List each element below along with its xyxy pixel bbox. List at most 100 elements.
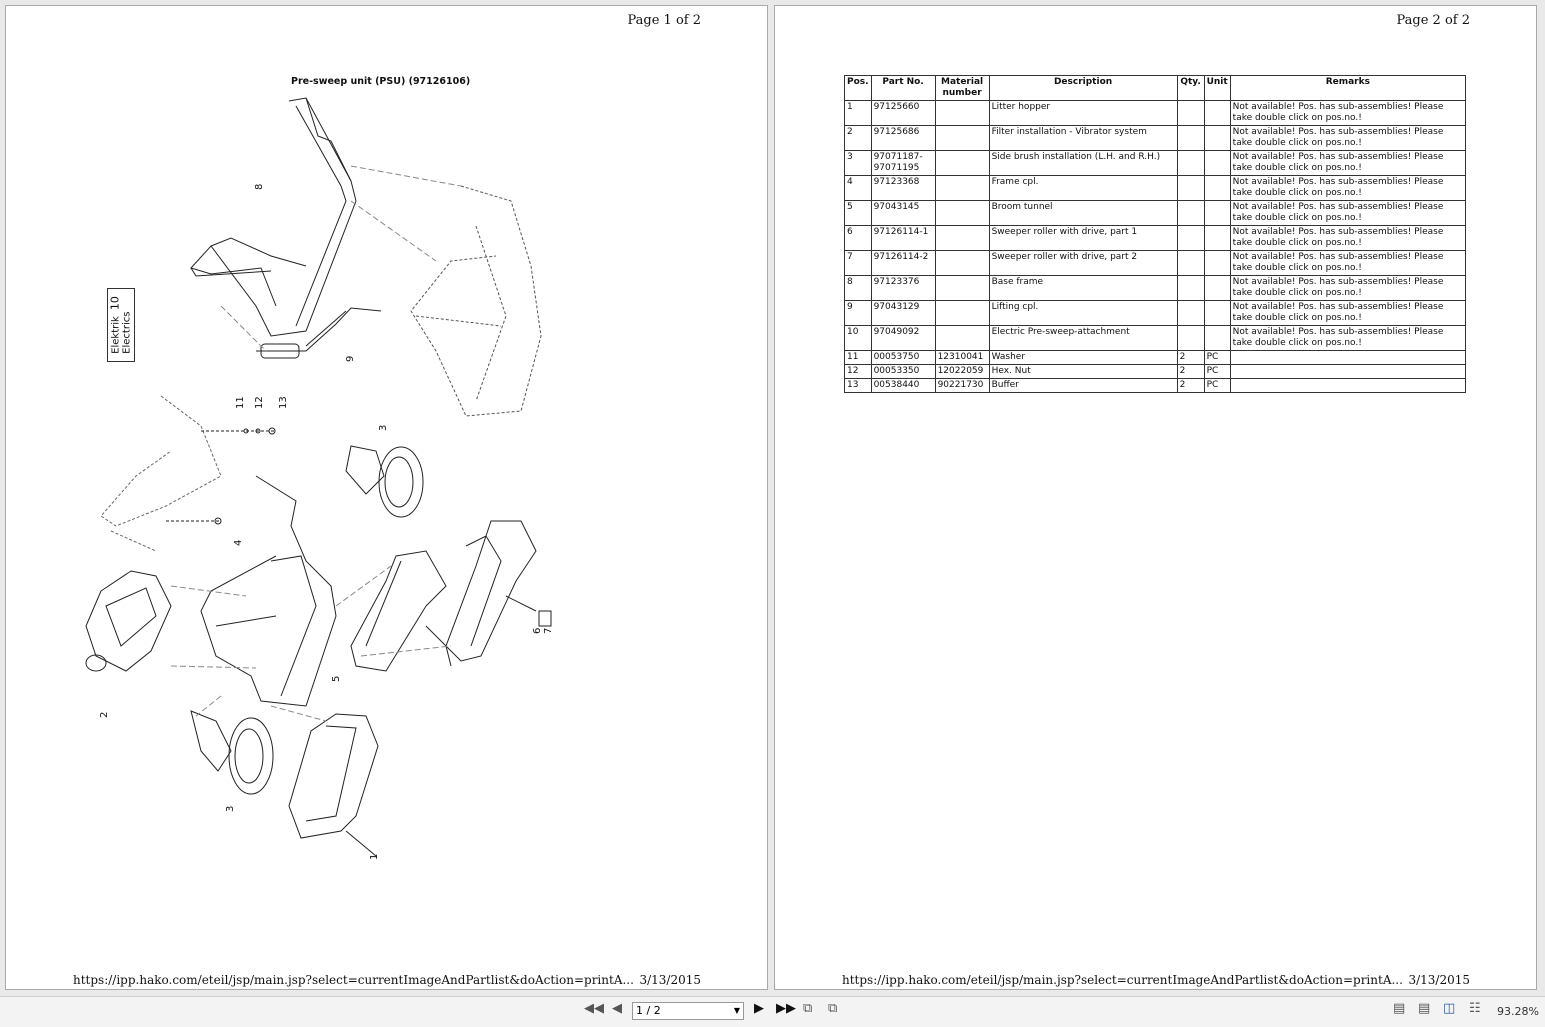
table-row[interactable]: 5 97043145 Broom tunnel Not available! P…: [844, 200, 1467, 226]
cell-qty: 2: [1176, 350, 1205, 365]
cell-pos[interactable]: 11: [844, 350, 872, 365]
table-row[interactable]: 4 97123368 Frame cpl. Not available! Pos…: [844, 175, 1467, 201]
table-row[interactable]: 3 97071187-97071195 Side brush installat…: [844, 150, 1467, 176]
zoom-level[interactable]: 93.28%: [1497, 1005, 1539, 1018]
previous-view-icon[interactable]: ⧉: [803, 1001, 813, 1016]
cell-part-no: 97043129: [870, 300, 936, 326]
cell-unit: [1203, 300, 1231, 326]
facing-pages-icon[interactable]: ◫: [1443, 1001, 1456, 1016]
cell-remarks: Not available! Pos. has sub-assemblies! …: [1229, 250, 1467, 276]
parts-list-table: Pos. Part No. Material number Descriptio…: [844, 75, 1467, 393]
header-remarks: Remarks: [1229, 75, 1467, 101]
cell-pos[interactable]: 5: [844, 200, 872, 226]
cell-unit: [1203, 225, 1231, 251]
cell-unit: [1203, 150, 1231, 176]
cell-description: Sweeper roller with drive, part 1: [988, 225, 1178, 251]
pdf-page-1: Page 1 of 2 Pre-sweep unit (PSU) (971261…: [5, 5, 768, 990]
callout-8: 8: [254, 184, 265, 190]
first-page-icon[interactable]: ◀◀: [584, 1001, 604, 1016]
cell-pos[interactable]: 10: [844, 325, 872, 351]
cell-description: Buffer: [988, 378, 1178, 393]
pdf-page-2: Page 2 of 2 Pos. Part No. Material numbe…: [774, 5, 1537, 990]
cell-pos[interactable]: 9: [844, 300, 872, 326]
continuous-page-icon[interactable]: ▤: [1418, 1001, 1431, 1016]
base-frame-drawing: [190, 97, 357, 337]
cell-description: Broom tunnel: [988, 200, 1178, 226]
continuous-facing-icon[interactable]: ☷: [1469, 1001, 1481, 1016]
litter-hopper-drawing: [288, 713, 379, 857]
chevron-down-icon: ▼: [733, 1006, 740, 1015]
cell-pos[interactable]: 2: [844, 125, 872, 151]
cell-part-no: 97126114-1: [870, 225, 936, 251]
cell-remarks: Not available! Pos. has sub-assemblies! …: [1229, 125, 1467, 151]
cell-remarks: Not available! Pos. has sub-assemblies! …: [1229, 325, 1467, 351]
cell-pos[interactable]: 6: [844, 225, 872, 251]
cell-description: Filter installation - Vibrator system: [988, 125, 1178, 151]
cell-remarks: Not available! Pos. has sub-assemblies! …: [1229, 275, 1467, 301]
callout-13: 13: [278, 396, 289, 409]
cell-part-no: 00538440: [870, 378, 936, 393]
cell-description: Lifting cpl.: [988, 300, 1178, 326]
last-page-icon[interactable]: ▶▶: [776, 1001, 796, 1016]
table-row[interactable]: 10 97049092 Electric Pre-sweep-attachmen…: [844, 325, 1467, 351]
cell-pos[interactable]: 8: [844, 275, 872, 301]
sweeper-roller-drawing: [425, 520, 552, 667]
cell-remarks: [1229, 364, 1467, 379]
cell-qty: [1176, 275, 1205, 301]
cell-pos[interactable]: 7: [844, 250, 872, 276]
table-header-row: Pos. Part No. Material number Descriptio…: [844, 75, 1467, 101]
table-row[interactable]: 1 97125660 Litter hopper Not available! …: [844, 100, 1467, 126]
cell-unit: [1203, 275, 1231, 301]
table-row[interactable]: 12 00053350 12022059 Hex. Nut 2 PC: [844, 364, 1467, 379]
single-page-icon[interactable]: ▤: [1393, 1001, 1406, 1016]
side-brush-right-drawing: [345, 445, 424, 518]
cell-material: [934, 100, 990, 126]
cell-material: [934, 300, 990, 326]
cell-qty: [1176, 225, 1205, 251]
page-number: Page 1 of 2: [627, 13, 701, 28]
cell-remarks: Not available! Pos. has sub-assemblies! …: [1229, 200, 1467, 226]
cell-description: Washer: [988, 350, 1178, 365]
cell-material: [934, 250, 990, 276]
cell-part-no: 97043145: [870, 200, 936, 226]
cell-pos[interactable]: 3: [844, 150, 872, 176]
cell-material: 12310041: [934, 350, 990, 365]
attachment-frame-drawing: [410, 185, 542, 417]
previous-page-icon[interactable]: ◀: [612, 1001, 622, 1016]
cell-pos[interactable]: 12: [844, 364, 872, 379]
section-label-box: Elektrik10 Electrics: [107, 288, 135, 362]
broom-tunnel-drawing: [350, 550, 447, 672]
cell-material: [934, 225, 990, 251]
page-select-value: 1 / 2: [636, 1004, 661, 1017]
table-row[interactable]: 8 97123376 Base frame Not available! Pos…: [844, 275, 1467, 301]
cell-part-no: 97126114-2: [870, 250, 936, 276]
cell-unit: [1203, 250, 1231, 276]
page-select[interactable]: 1 / 2 ▼: [632, 1002, 744, 1020]
table-row[interactable]: 6 97126114-1 Sweeper roller with drive, …: [844, 225, 1467, 251]
table-row[interactable]: 13 00538440 90221730 Buffer 2 PC: [844, 378, 1467, 393]
next-view-icon[interactable]: ⧉: [828, 1001, 838, 1016]
cell-pos[interactable]: 13: [844, 378, 872, 393]
cell-part-no: 00053350: [870, 364, 936, 379]
callout-3-left: 3: [225, 806, 236, 812]
cell-qty: [1176, 175, 1205, 201]
cell-material: [934, 200, 990, 226]
cell-unit: PC: [1203, 350, 1231, 365]
cell-part-no: 97071187-97071195: [870, 150, 936, 176]
header-pos: Pos.: [844, 75, 872, 101]
callout-11: 11: [235, 396, 246, 409]
next-page-icon[interactable]: ▶: [754, 1001, 764, 1016]
cell-part-no: 97125660: [870, 100, 936, 126]
cell-qty: [1176, 325, 1205, 351]
cell-pos[interactable]: 1: [844, 100, 872, 126]
table-row[interactable]: 9 97043129 Lifting cpl. Not available! P…: [844, 300, 1467, 326]
cell-material: 12022059: [934, 364, 990, 379]
cell-material: [934, 150, 990, 176]
table-row[interactable]: 11 00053750 12310041 Washer 2 PC: [844, 350, 1467, 365]
cell-pos[interactable]: 4: [844, 175, 872, 201]
cell-description: Sweeper roller with drive, part 2: [988, 250, 1178, 276]
table-row[interactable]: 7 97126114-2 Sweeper roller with drive, …: [844, 250, 1467, 276]
callout-5: 5: [331, 676, 342, 682]
table-row[interactable]: 2 97125686 Filter installation - Vibrato…: [844, 125, 1467, 151]
drawing-title: Pre-sweep unit (PSU) (97126106): [291, 76, 471, 87]
